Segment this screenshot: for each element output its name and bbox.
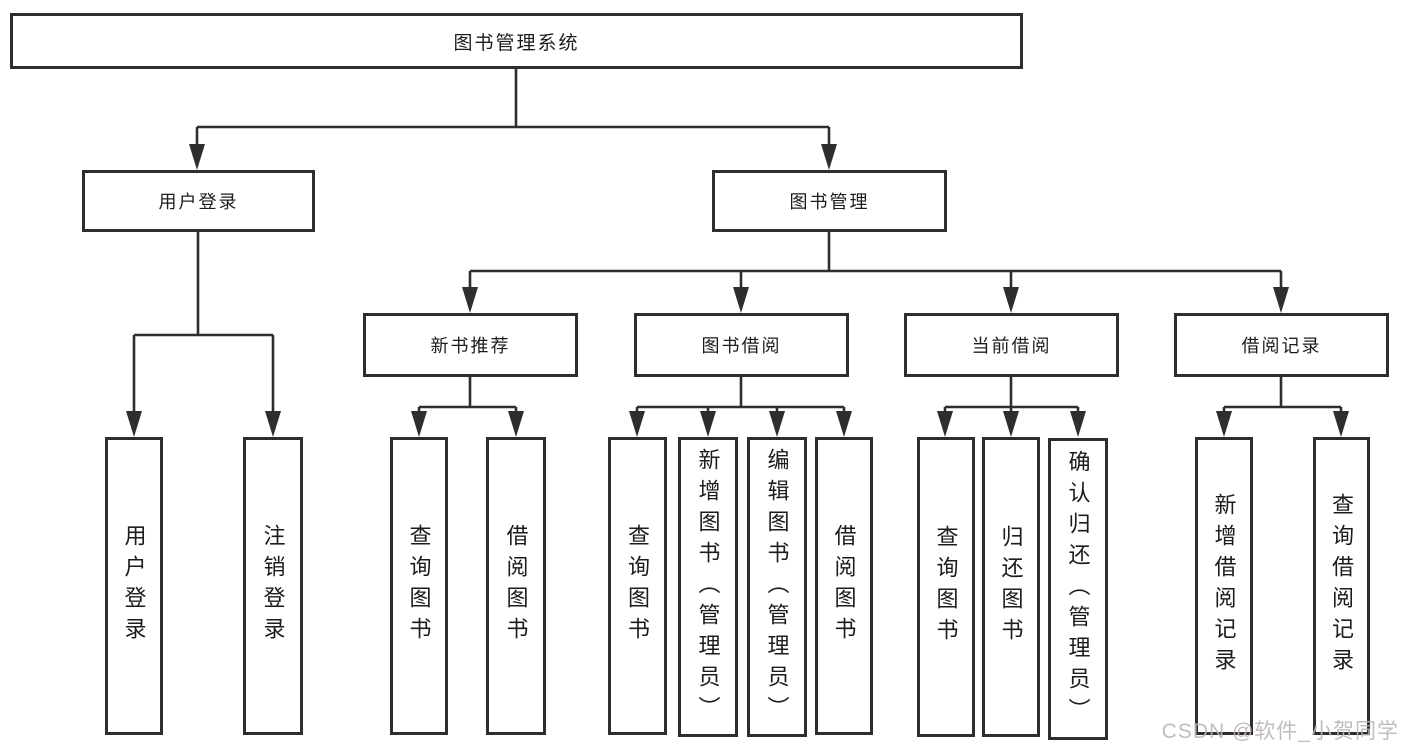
leaf-user-login: 用户登录 <box>105 437 163 735</box>
node-label: 新增图书（管理员） <box>695 447 721 727</box>
node-label: 注销登录 <box>260 524 286 648</box>
node-label: 用户登录 <box>158 192 239 212</box>
node-user-login: 用户登录 <box>82 170 315 232</box>
node-label: 查询图书 <box>933 525 959 649</box>
node-label: 确认归还（管理员） <box>1065 449 1091 729</box>
node-label: 借阅记录 <box>1241 336 1322 356</box>
node-label: 图书管理 <box>789 192 870 212</box>
node-label: 用户登录 <box>121 524 147 648</box>
leaf-add-borrowing-record: 新增借阅记录 <box>1195 437 1253 735</box>
leaf-query-books-borrowing: 查询图书 <box>608 437 667 735</box>
leaf-query-books-current: 查询图书 <box>917 437 975 737</box>
node-label: 当前借阅 <box>971 336 1052 356</box>
node-library-management-system: 图书管理系统 <box>10 13 1023 69</box>
leaf-return-book: 归还图书 <box>982 437 1040 737</box>
node-label: 新书推荐 <box>430 336 511 356</box>
leaf-logout: 注销登录 <box>243 437 303 735</box>
node-book-borrowing: 图书借阅 <box>634 313 849 377</box>
node-label: 查询图书 <box>406 524 432 648</box>
connector-lines <box>132 69 1343 414</box>
node-label: 归还图书 <box>998 525 1024 649</box>
node-label: 图书借阅 <box>701 336 782 356</box>
node-new-book-recommendation: 新书推荐 <box>363 313 578 377</box>
csdn-watermark: CSDN @软件_小贺同学 <box>1161 720 1399 743</box>
node-borrowing-records: 借阅记录 <box>1174 313 1389 377</box>
node-current-borrowing: 当前借阅 <box>904 313 1119 377</box>
node-label: 查询借阅记录 <box>1329 493 1355 679</box>
node-label: 新增借阅记录 <box>1211 493 1237 679</box>
node-label: 编辑图书（管理员） <box>764 447 790 727</box>
leaf-query-borrowing-record: 查询借阅记录 <box>1313 437 1370 735</box>
node-book-management: 图书管理 <box>712 170 947 232</box>
node-label: 图书管理系统 <box>453 32 580 54</box>
arrowheads <box>126 144 1349 437</box>
leaf-query-books-recommend: 查询图书 <box>390 437 448 735</box>
node-label: 借阅图书 <box>831 524 857 648</box>
leaf-add-book-admin: 新增图书（管理员） <box>678 437 738 737</box>
leaf-borrow-books-recommend: 借阅图书 <box>486 437 546 735</box>
leaf-edit-book-admin: 编辑图书（管理员） <box>747 437 807 737</box>
leaf-borrow-books-borrowing: 借阅图书 <box>815 437 873 735</box>
leaf-confirm-return-admin: 确认归还（管理员） <box>1048 438 1108 740</box>
node-label: 借阅图书 <box>503 524 529 648</box>
node-label: 查询图书 <box>625 524 651 648</box>
